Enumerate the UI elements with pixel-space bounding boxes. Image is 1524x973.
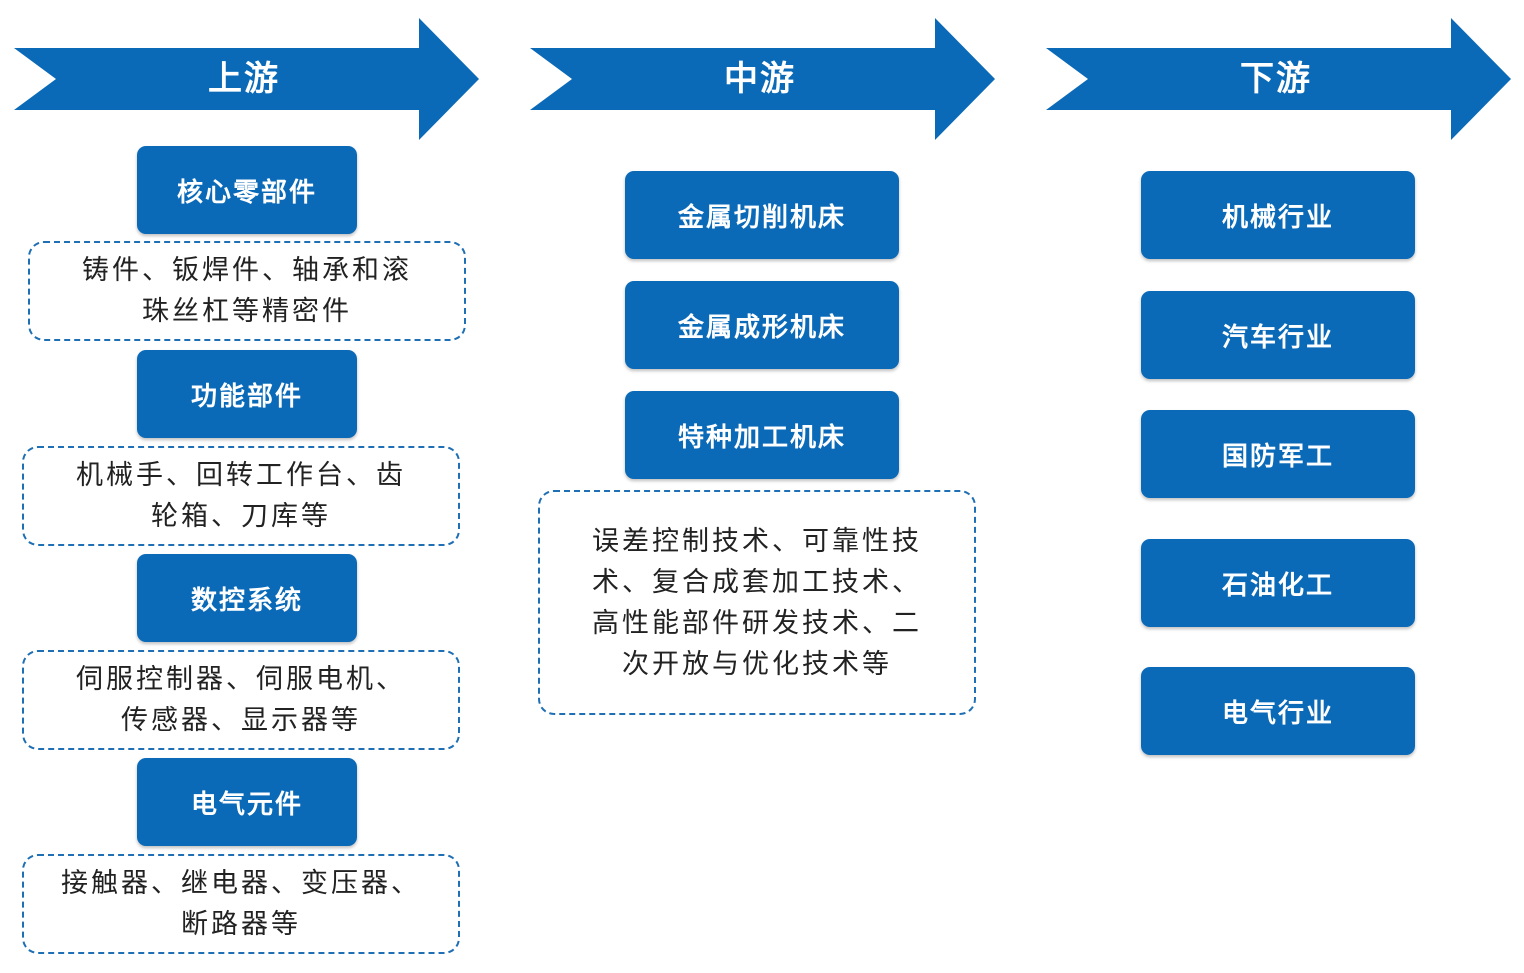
midstream-title: 中游 [724,59,796,99]
cnc-system-detail-box: 伺服控制器、伺服电机、 传感器、显示器等 [22,650,460,750]
downstream-title: 下游 [1240,59,1312,99]
functional-parts-detail-text: 机械手、回转工作台、齿 轮箱、刀库等 [76,460,406,532]
cnc-system-detail-text: 伺服控制器、伺服电机、 传感器、显示器等 [76,664,406,736]
technologies-detail-box: 误差控制技术、可靠性技 术、复合成套加工技术、 高性能部件研发技术、二 次开放与… [538,490,976,715]
petrochemical-industry-box: 石油化工 [1141,539,1415,627]
upstream-title: 上游 [208,59,280,99]
electrical-components-detail-box: 接触器、继电器、变压器、 断路器等 [22,854,460,954]
automotive-industry-box: 汽车行业 [1141,291,1415,379]
downstream-arrow-shape [1046,18,1511,140]
electrical-components-detail-text: 接触器、继电器、变压器、 断路器等 [61,868,421,940]
machinery-industry-box: 机械行业 [1141,171,1415,259]
upstream-arrow-shape [14,18,479,140]
downstream-arrow: 下游 [1046,18,1511,140]
upstream-arrow: 上游 [14,18,479,140]
functional-parts-box: 功能部件 [137,350,357,438]
metal-forming-box: 金属成形机床 [625,281,899,369]
special-machining-box: 特种加工机床 [625,391,899,479]
cnc-system-box: 数控系统 [137,554,357,642]
metal-cutting-box: 金属切削机床 [625,171,899,259]
electrical-components-box: 电气元件 [137,758,357,846]
functional-parts-detail-box: 机械手、回转工作台、齿 轮箱、刀库等 [22,446,460,546]
defense-industry-box: 国防军工 [1141,410,1415,498]
midstream-arrow: 中游 [530,18,995,140]
core-parts-detail-text: 铸件、钣焊件、轴承和滚 珠丝杠等精密件 [82,255,412,327]
core-parts-box: 核心零部件 [137,146,357,234]
midstream-arrow-shape [530,18,995,140]
technologies-detail-text: 误差控制技术、可靠性技 术、复合成套加工技术、 高性能部件研发技术、二 次开放与… [592,525,922,680]
core-parts-detail-box: 铸件、钣焊件、轴承和滚 珠丝杠等精密件 [28,241,466,341]
electrical-industry-box: 电气行业 [1141,667,1415,755]
